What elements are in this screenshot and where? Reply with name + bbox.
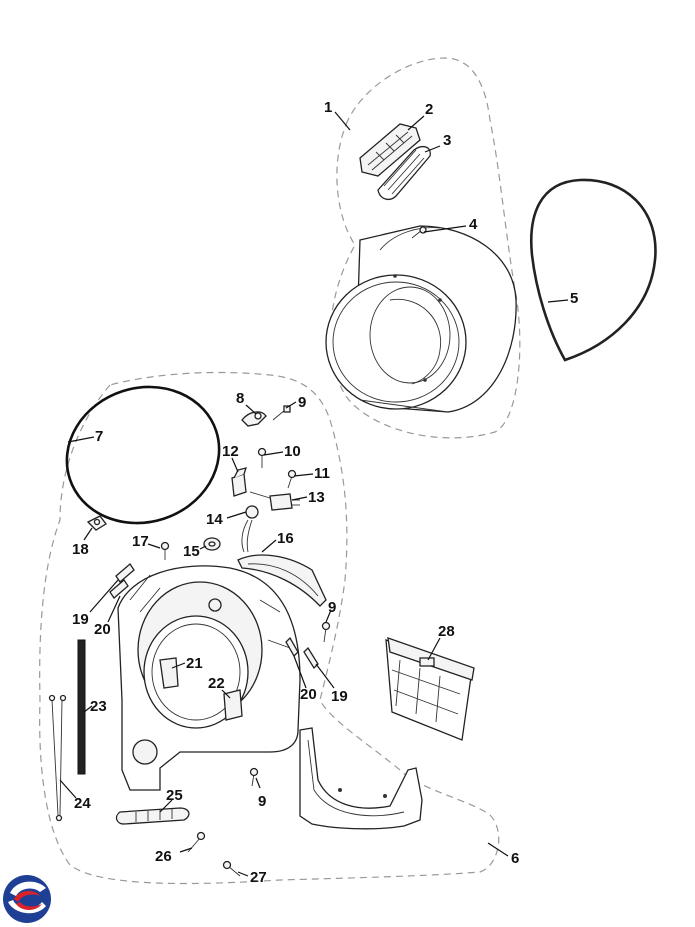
callout-20-right: 20 (300, 686, 317, 703)
callout-27: 27 (250, 869, 267, 886)
rear-drum-seal (530, 178, 657, 362)
front-bulkhead (117, 565, 301, 791)
callout-17: 17 (132, 533, 149, 550)
lower-front-frame (299, 727, 423, 830)
callout-19-left: 19 (72, 611, 89, 628)
callout-9-right: 9 (328, 599, 336, 616)
callout-11: 11 (314, 465, 330, 482)
seal-strip (77, 639, 86, 775)
glide-19-left (115, 563, 135, 583)
callout-9-bottom: 9 (258, 793, 266, 810)
callout-25: 25 (166, 787, 183, 804)
door-switch (249, 491, 300, 511)
callout-3: 3 (443, 132, 451, 149)
front-drum-seal (65, 385, 221, 525)
callout-23: 23 (90, 698, 107, 715)
screw-17 (160, 541, 170, 560)
callout-5: 5 (570, 290, 578, 307)
glide-20-left (109, 579, 129, 599)
drum-screw (411, 226, 427, 239)
lint-screen (385, 637, 475, 741)
callout-14: 14 (206, 511, 223, 528)
glide-19-right (303, 646, 319, 670)
door-switch-bracket (231, 467, 247, 497)
callout-21: 21 (186, 655, 203, 672)
callout-18: 18 (72, 541, 89, 558)
drum-baffle-top (359, 123, 421, 177)
drum-baffle-base (377, 145, 431, 201)
grommet (203, 537, 221, 551)
callout-1: 1 (324, 99, 332, 116)
screw-26 (187, 831, 206, 853)
callout-24: 24 (74, 795, 91, 812)
callout-19-right: 19 (331, 688, 348, 705)
screw-11 (287, 469, 297, 489)
callout-12: 12 (222, 443, 239, 460)
screw-9-bottom (249, 767, 259, 787)
callout-10: 10 (284, 443, 301, 460)
callout-13: 13 (308, 489, 325, 506)
callout-28: 28 (438, 623, 455, 640)
callout-4: 4 (469, 216, 478, 233)
callout-2: 2 (425, 101, 433, 118)
front-group-outline (39, 371, 500, 885)
screw-27 (222, 860, 241, 877)
callout-8: 8 (236, 390, 244, 407)
lint-duct-seal (237, 554, 327, 607)
callout-22: 22 (208, 675, 225, 692)
screw-9-top (272, 405, 291, 421)
callout-6: 6 (511, 850, 519, 867)
thermostat-clip (86, 515, 107, 531)
door-switch-clip (241, 411, 267, 427)
screw-10 (257, 447, 267, 468)
wire-harness (48, 694, 67, 822)
screw-9-right (321, 621, 331, 643)
callout-26: 26 (155, 848, 172, 865)
callout-9-top: 9 (298, 394, 306, 411)
leader-lines (59, 111, 569, 877)
dryer-drum (325, 225, 517, 413)
felt-seal-left (159, 657, 179, 689)
brand-logo (3, 875, 51, 923)
lower-panel-trim (115, 807, 190, 825)
callout-numbers: 1 2 3 4 5 6 7 8 9 9 9 10 11 12 13 14 15 … (72, 99, 578, 886)
felt-seal-right (223, 689, 243, 721)
drum-group-outline (329, 57, 521, 439)
callout-7: 7 (95, 428, 103, 445)
callout-15: 15 (183, 543, 200, 560)
callout-16: 16 (277, 530, 294, 547)
callout-20-left: 20 (94, 621, 111, 638)
